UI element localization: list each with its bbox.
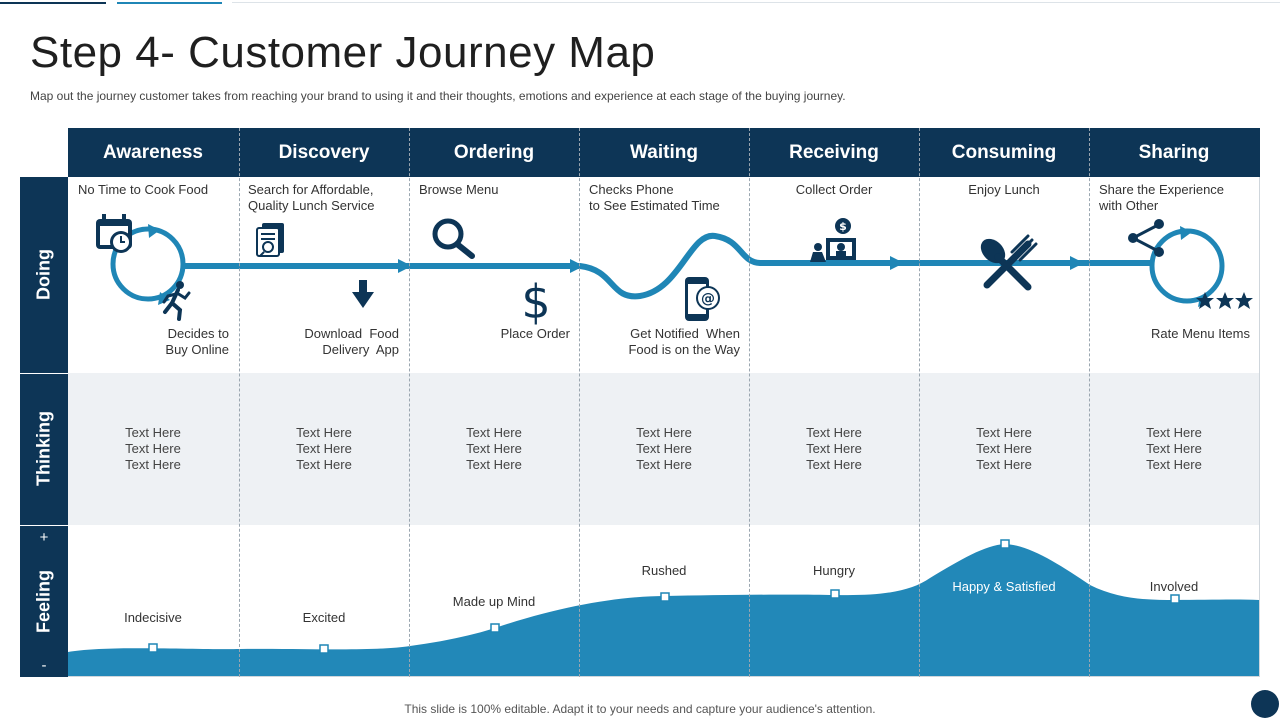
column-divider <box>749 128 750 677</box>
feeling-label-1: Indecisive <box>124 610 182 625</box>
feeling-wave-area <box>68 544 1259 676</box>
stage-header-sharing: Sharing <box>1138 141 1210 163</box>
thinking-line: Text Here <box>125 457 181 472</box>
column-divider <box>239 128 240 677</box>
thinking-line: Text Here <box>976 425 1032 440</box>
doing-action-5: Collect Order <box>795 182 873 197</box>
column-divider <box>579 128 580 677</box>
doing-step-7: Rate Menu Items <box>1151 326 1250 341</box>
calendar-clock-icon <box>96 214 132 253</box>
magnifier-icon <box>432 218 475 259</box>
feeling-label-4: Rushed <box>641 563 687 578</box>
column-divider <box>919 128 920 677</box>
thinking-line: Text Here <box>1146 425 1202 440</box>
thinking-line: Text Here <box>296 425 352 440</box>
stage-header-waiting: Waiting <box>630 141 698 163</box>
stars-icon <box>1196 292 1253 309</box>
row-separator <box>20 525 68 526</box>
dollar-icon: $ <box>521 275 550 329</box>
stage-header-bar <box>68 128 1260 177</box>
path-arrowheads <box>398 256 1084 273</box>
thinking-line: Text Here <box>466 425 522 440</box>
thinking-line: Text Here <box>806 425 862 440</box>
feeling-minus-sign: - <box>41 657 47 674</box>
doing-step-4: Get Notified When Food is on the Way <box>628 326 740 357</box>
top-accent-line-1 <box>0 2 106 4</box>
end-loop <box>1149 226 1225 307</box>
thinking-line: Text Here <box>296 457 352 472</box>
row-separator <box>20 373 68 374</box>
doing-action-3: Browse Menu <box>419 182 499 197</box>
spoon-fork-icon <box>980 234 1038 291</box>
documents-search-icon <box>256 223 284 257</box>
doing-step-2: Download Food Delivery App <box>304 326 399 357</box>
thinking-line: Text Here <box>636 441 692 456</box>
thinking-line: Text Here <box>1146 457 1202 472</box>
svg-text:$: $ <box>839 220 847 233</box>
doing-action-4: Checks Phone to See Estimated Time <box>589 182 720 213</box>
page-subtitle: Map out the journey customer takes from … <box>30 89 846 103</box>
doing-action-1: No Time to Cook Food <box>78 182 209 197</box>
column-divider <box>1089 128 1090 677</box>
thinking-line: Text Here <box>466 441 522 456</box>
doing-action-7: Share the Experience with Other <box>1099 182 1225 213</box>
top-accent-line-2 <box>117 2 222 4</box>
thinking-line: Text Here <box>806 457 862 472</box>
stage-header-awareness: Awareness <box>103 141 203 163</box>
thinking-line: Text Here <box>125 441 181 456</box>
share-icon <box>1128 219 1164 257</box>
thinking-line: Text Here <box>976 441 1032 456</box>
thinking-line: Text Here <box>636 425 692 440</box>
page-title: Step 4- Customer Journey Map <box>30 28 656 77</box>
feeling-label-5: Hungry <box>813 563 855 578</box>
feeling-plus-sign: + <box>39 529 49 546</box>
feeling-label-7: Involved <box>1149 579 1199 594</box>
stage-header-discovery: Discovery <box>278 141 370 163</box>
doing-step-3: Place Order <box>500 326 570 341</box>
column-divider <box>409 128 410 677</box>
feeling-label-3: Made up Mind <box>452 594 536 609</box>
doing-action-2: Search for Affordable, Quality Lunch Ser… <box>248 182 375 213</box>
journey-grid-frame <box>20 128 1260 677</box>
thinking-line: Text Here <box>1146 441 1202 456</box>
thinking-line: Text Here <box>636 457 692 472</box>
phone-email-icon: @ <box>685 277 720 321</box>
row-header-thinking <box>20 373 68 525</box>
feeling-markers <box>148 539 1180 654</box>
thinking-line: Text Here <box>466 457 522 472</box>
runner-icon <box>162 281 191 321</box>
thinking-line: Text Here <box>296 441 352 456</box>
stage-header-consuming: Consuming <box>951 141 1057 163</box>
thinking-line: Text Here <box>125 425 181 440</box>
top-accent-line-3 <box>232 2 1280 3</box>
thinking-line: Text Here <box>806 441 862 456</box>
footer-note: This slide is 100% editable. Adapt it to… <box>404 702 876 716</box>
thinking-row-background <box>68 373 1260 525</box>
journey-path-line <box>182 232 1150 300</box>
row-header-doing <box>20 177 68 373</box>
feeling-label-2: Excited <box>302 610 346 625</box>
download-arrow-icon <box>352 280 374 308</box>
corner-dot <box>1251 690 1279 718</box>
start-loop <box>110 224 186 305</box>
feeling-label-6: Happy & Satisfied <box>952 579 1056 594</box>
stage-header-ordering: Ordering <box>453 141 535 163</box>
doing-step-1: Decides to Buy Online <box>165 326 229 357</box>
row-header-feeling <box>20 525 68 677</box>
doing-action-6: Enjoy Lunch <box>968 182 1040 197</box>
thinking-line: Text Here <box>976 457 1032 472</box>
svg-text:@: @ <box>701 291 715 307</box>
counter-dollar-icon: $ <box>810 218 856 262</box>
stage-header-receiving: Receiving <box>789 141 879 163</box>
